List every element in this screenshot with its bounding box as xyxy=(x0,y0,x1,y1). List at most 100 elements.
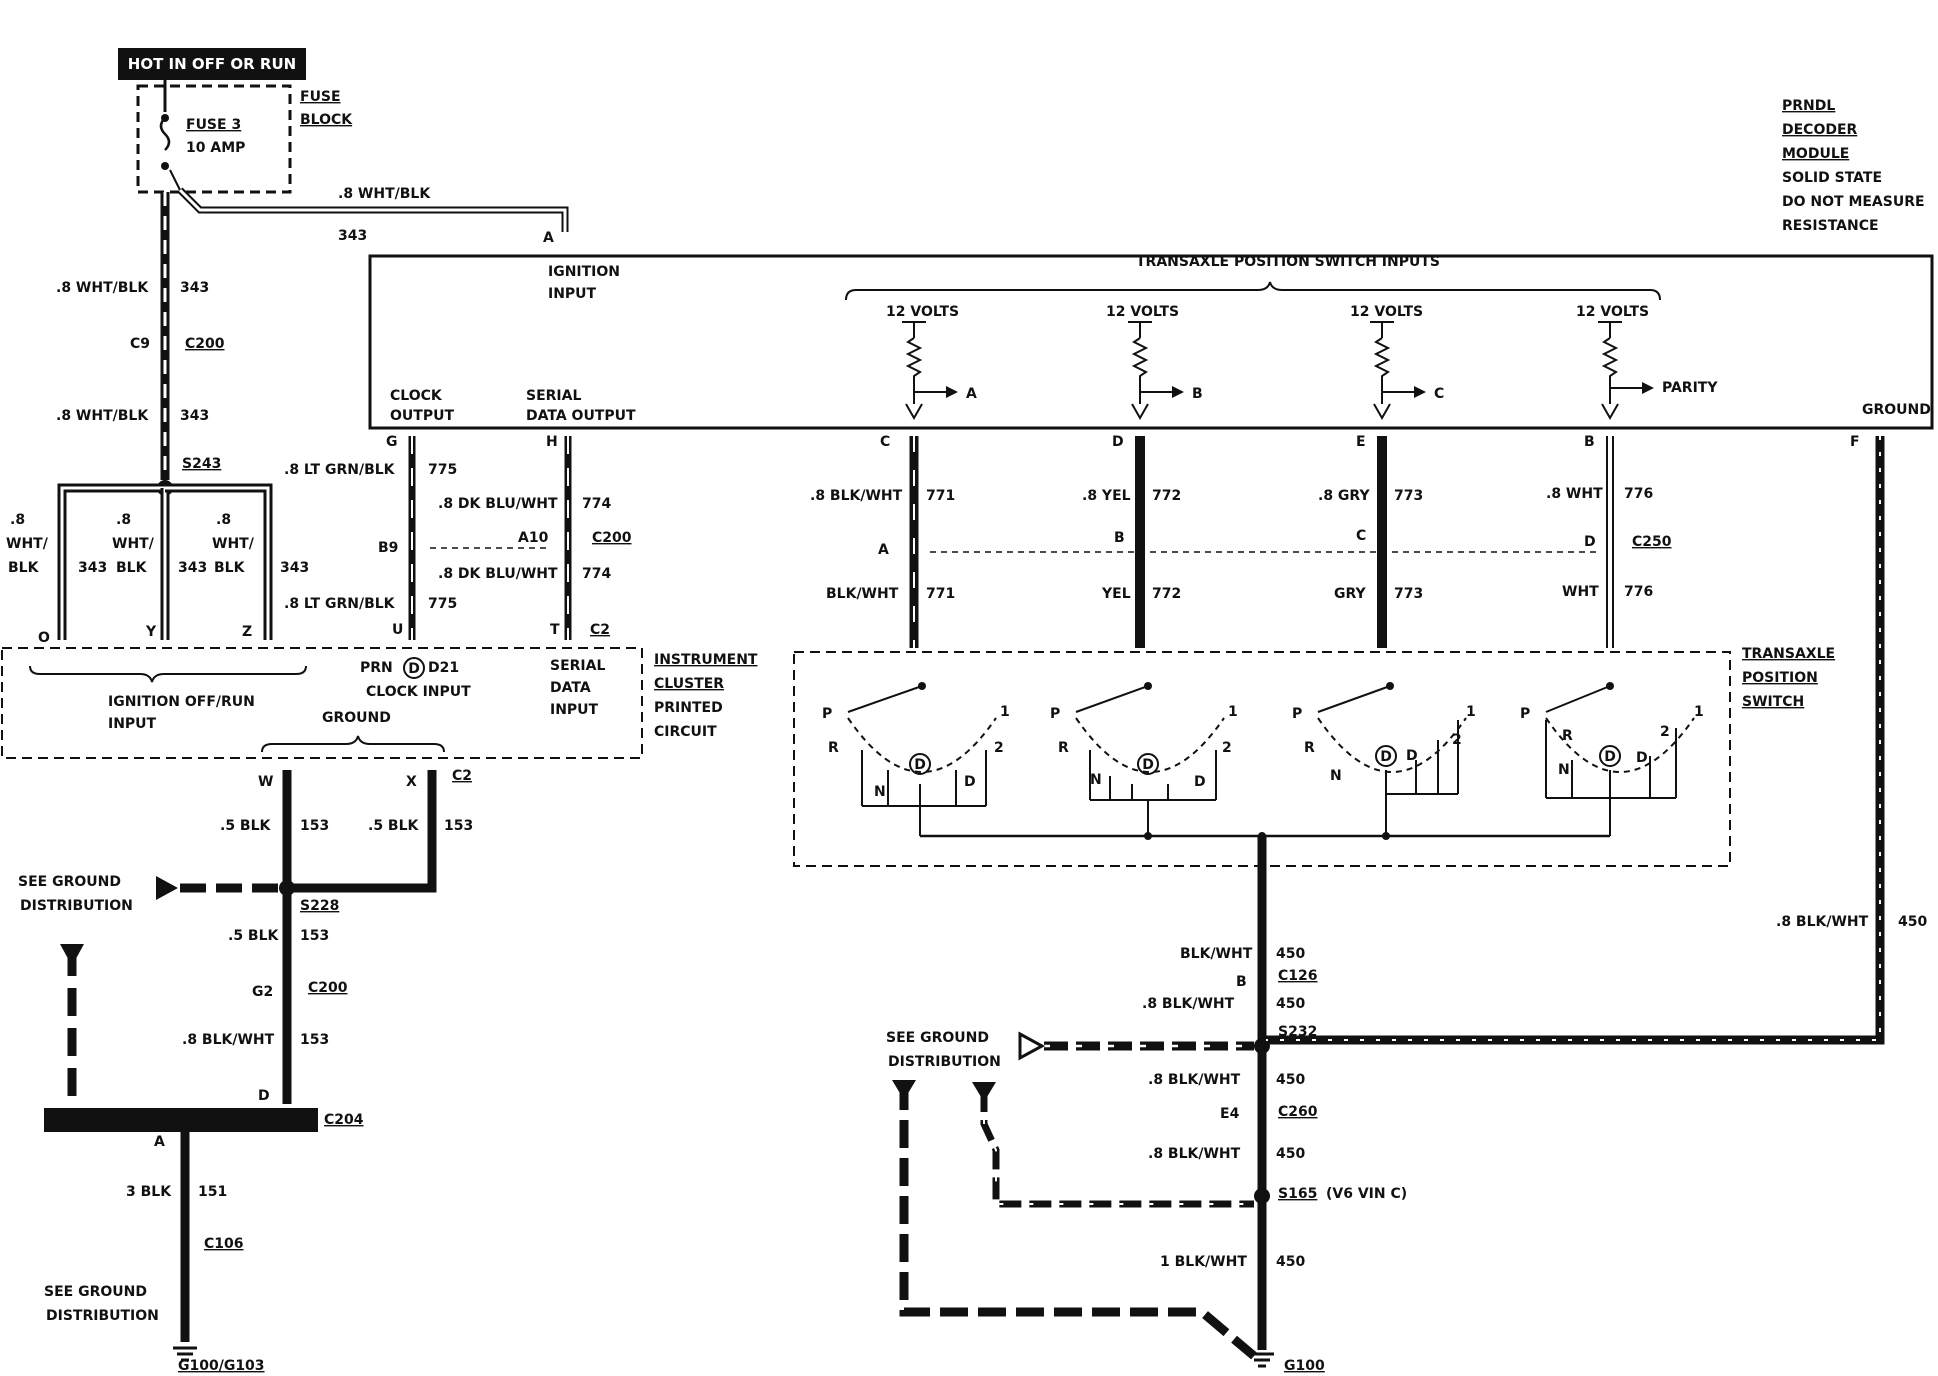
svg-text:12 VOLTS: 12 VOLTS xyxy=(886,304,959,320)
cluster-serial-2: DATA xyxy=(550,680,591,696)
svg-text:P: P xyxy=(822,706,832,722)
branch-z-wht: WHT/ xyxy=(212,536,255,552)
ground-symbol-icon xyxy=(173,1346,197,1362)
drive-circle-icon xyxy=(403,657,425,679)
wire-450-d: 450 xyxy=(1276,1146,1305,1162)
cluster-clock-input: CLOCK INPUT xyxy=(366,684,471,700)
prndl-title-5: DO NOT MEASURE xyxy=(1782,194,1925,210)
see-ground-arrow-3 xyxy=(1018,1031,1046,1061)
wire-lt-grn-blk-2: .8 LT GRN/BLK xyxy=(284,596,396,612)
wire-450-c: 450 xyxy=(1276,1072,1305,1088)
input-a-circuit: 12 VOLTS A xyxy=(886,304,977,421)
prndl-clock-output-1: CLOCK xyxy=(390,388,443,404)
prndl-module-outline xyxy=(368,254,1934,430)
svg-text:12 VOLTS: 12 VOLTS xyxy=(1106,304,1179,320)
wire-775-1: 775 xyxy=(428,462,457,478)
see-ground-arrow-5 xyxy=(892,1080,916,1100)
splice-s165-label: S165 xyxy=(1278,1186,1317,1202)
pin-b-c250: B xyxy=(1114,530,1125,546)
wire-771-1: 771 xyxy=(926,488,955,504)
wire-wht-blk-1: .8 WHT/BLK xyxy=(56,280,149,296)
prndl-title-4: SOLID STATE xyxy=(1782,170,1882,186)
pin-b-c126: B xyxy=(1236,974,1247,990)
wire-153-4: 153 xyxy=(300,1032,329,1048)
svg-text:A: A xyxy=(966,386,977,402)
prndl-title-6: RESISTANCE xyxy=(1782,218,1879,234)
pin-a-c250: A xyxy=(878,542,889,558)
prndl-serial-output-1: SERIAL xyxy=(526,388,581,404)
pin-a-c204: A xyxy=(154,1134,165,1150)
wire-blk-wht-left: .8 BLK/WHT xyxy=(182,1032,275,1048)
wire-dk-blu-wht-1: .8 DK BLU/WHT xyxy=(438,496,558,512)
prndl-serial-output-2: DATA OUTPUT xyxy=(526,408,636,424)
wire-774-2: 774 xyxy=(582,566,611,582)
svg-text:N: N xyxy=(1090,772,1102,788)
wire-776-2: 776 xyxy=(1624,584,1653,600)
wire-153-3: 153 xyxy=(300,928,329,944)
pin-u: U xyxy=(392,622,403,638)
pin-w: W xyxy=(258,774,273,790)
pin-f: F xyxy=(1850,434,1860,450)
wire-773-1: 773 xyxy=(1394,488,1423,504)
cluster-title-1: INSTRUMENT xyxy=(654,652,758,668)
see-ground-2b: DISTRIBUTION xyxy=(46,1308,159,1324)
branch-z-dot8: .8 xyxy=(216,512,231,528)
switch-section-3: P R N D 1 2 D xyxy=(1292,682,1476,836)
svg-text:D: D xyxy=(1142,757,1154,773)
input-c-circuit: 12 VOLTS C xyxy=(1350,304,1444,421)
splice-s228 xyxy=(279,880,295,896)
wire-yel-8: .8 YEL xyxy=(1082,488,1131,504)
input-parity-circuit: 12 VOLTS PARITY xyxy=(1576,304,1718,421)
svg-text:2: 2 xyxy=(1222,740,1232,756)
wire-774-1: 774 xyxy=(582,496,611,512)
pin-x: X xyxy=(406,774,417,790)
pin-c: C xyxy=(880,434,890,450)
conn-c200-1: C200 xyxy=(185,336,225,352)
wire-771-2: 771 xyxy=(926,586,955,602)
pin-g2: G2 xyxy=(252,984,273,1000)
svg-text:2: 2 xyxy=(1452,732,1462,748)
svg-text:12 VOLTS: 12 VOLTS xyxy=(1576,304,1649,320)
wire-yel: YEL xyxy=(1101,586,1131,602)
prndl-title-2: DECODER xyxy=(1782,122,1858,138)
svg-text:1: 1 xyxy=(1000,704,1010,720)
cluster-title-4: CIRCUIT xyxy=(654,724,717,740)
branch-z-blk: BLK xyxy=(214,560,246,576)
wire-772-1: 772 xyxy=(1152,488,1181,504)
wire-151: 151 xyxy=(198,1184,227,1200)
branch-y-wht: WHT/ xyxy=(112,536,155,552)
conn-c200-2: C200 xyxy=(592,530,632,546)
switch-title-2: POSITION xyxy=(1742,670,1818,686)
svg-text:1: 1 xyxy=(1466,704,1476,720)
svg-text:C: C xyxy=(1434,386,1444,402)
svg-text:N: N xyxy=(1330,768,1342,784)
branch-o-343: 343 xyxy=(78,560,107,576)
cluster-ign-input-2: INPUT xyxy=(108,716,157,732)
wire-blk-wht-450-d: .8 BLK/WHT xyxy=(1148,1146,1241,1162)
fuse-rating: 10 AMP xyxy=(186,140,245,156)
svg-text:2: 2 xyxy=(1660,724,1670,740)
wire-773-2: 773 xyxy=(1394,586,1423,602)
hot-in-off-or-run-banner xyxy=(118,48,306,80)
pin-t: T xyxy=(550,622,560,638)
wire-775-2: 775 xyxy=(428,596,457,612)
conn-c200-3: C200 xyxy=(308,980,348,996)
prndl-ign-input-2: INPUT xyxy=(548,286,597,302)
switch-title-1: TRANSAXLE xyxy=(1742,646,1835,662)
svg-text:P: P xyxy=(1292,706,1302,722)
svg-text:R: R xyxy=(1304,740,1315,756)
cluster-ign-input-1: IGNITION OFF/RUN xyxy=(108,694,255,710)
pin-c-c250: C xyxy=(1356,528,1366,544)
splice-s228-label: S228 xyxy=(300,898,339,914)
svg-text:2: 2 xyxy=(994,740,1004,756)
pin-d-c204: D xyxy=(258,1088,270,1104)
wire-450-a: 450 xyxy=(1276,946,1305,962)
pin-d: D xyxy=(1112,434,1124,450)
pin-b9: B9 xyxy=(378,540,398,556)
ground-bus-c204 xyxy=(44,1108,318,1132)
wire-450-b: 450 xyxy=(1276,996,1305,1012)
wire-lt-grn-blk-1: .8 LT GRN/BLK xyxy=(284,462,396,478)
svg-text:D: D xyxy=(1636,750,1648,766)
wire-1-blk-wht: 1 BLK/WHT xyxy=(1160,1254,1247,1270)
svg-text:1: 1 xyxy=(1228,704,1238,720)
